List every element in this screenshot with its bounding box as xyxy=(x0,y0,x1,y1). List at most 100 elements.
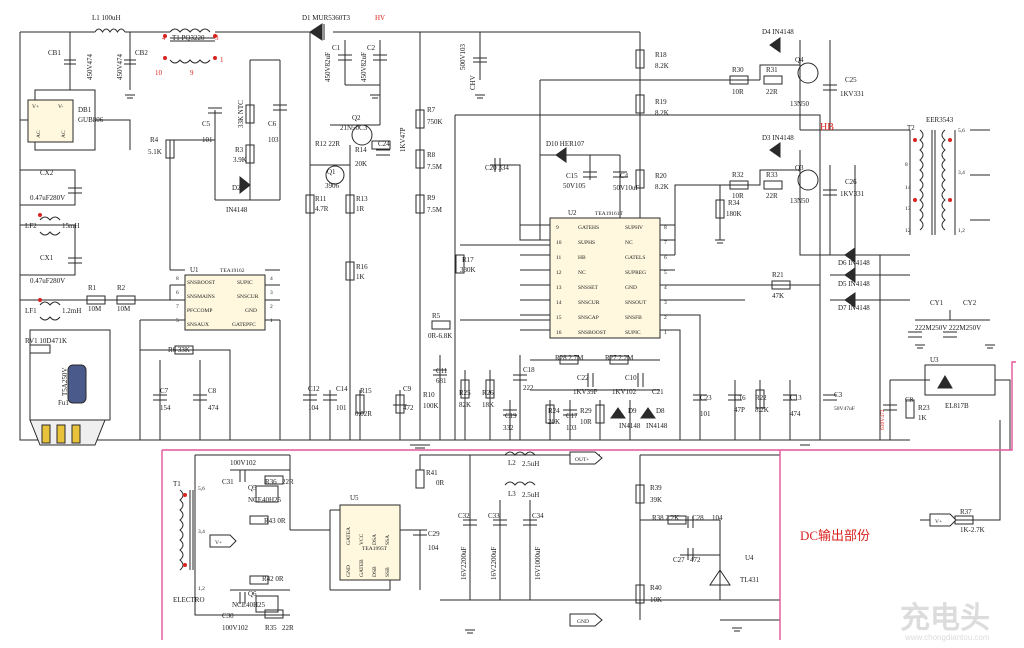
svg-text:8: 8 xyxy=(905,162,908,168)
svg-text:V+: V+ xyxy=(32,104,39,110)
label-hv: HV xyxy=(375,14,385,22)
label-c24: C24 xyxy=(378,140,390,148)
label-c5-value: 101 xyxy=(202,136,213,144)
label-c26-value: 1KV331 xyxy=(840,190,865,198)
label-d2-value: IN4148 xyxy=(226,206,248,214)
label-cb1-value: 450V474 xyxy=(86,53,94,80)
label-d9-value: IN4148 xyxy=(619,422,641,430)
svg-text:6: 6 xyxy=(664,255,667,261)
svg-text:15: 15 xyxy=(556,315,562,321)
label-q4: Q4 xyxy=(795,56,804,64)
label-r24: R24 xyxy=(548,407,560,415)
label-c18-value: 222 xyxy=(523,384,534,392)
svg-text:DSA: DSA xyxy=(372,534,378,545)
svg-text:GATEB: GATEB xyxy=(359,559,365,577)
svg-text:NC: NC xyxy=(578,270,586,276)
label-r34-value: 180K xyxy=(726,210,742,218)
pin-numbers: 4 3 10 9 1 5,6 8 3,4 14 13 1,2 12 5,6 3,… xyxy=(155,34,965,592)
label-c15: C15 xyxy=(566,172,578,180)
label-u3-value: EL817B xyxy=(945,402,969,410)
svg-text:3: 3 xyxy=(215,34,219,42)
label-r6: R6 33K xyxy=(168,346,190,354)
label-u5-value: TEA1995T xyxy=(362,546,388,552)
label-rv1: RV1 10D471K xyxy=(25,337,67,345)
label-r22: R22 xyxy=(755,394,767,402)
label-c4: C4 xyxy=(620,172,629,180)
label-r40: R40 xyxy=(650,584,662,592)
label-r23-value: 1K xyxy=(918,414,927,422)
label-c28: C28 xyxy=(692,514,704,522)
label-r32: R32 xyxy=(732,171,744,179)
label-r41-value: 0R xyxy=(436,479,445,487)
label-u4: U4 xyxy=(745,554,754,562)
svg-text:10: 10 xyxy=(556,240,562,246)
label-l3: L3 xyxy=(508,490,516,498)
label-cb2-value: 450V474 xyxy=(116,53,124,80)
label-q6: Q6 xyxy=(248,590,257,598)
svg-text:5,6: 5,6 xyxy=(958,128,965,134)
label-r19: R19 xyxy=(655,98,667,106)
label-u3: U3 xyxy=(930,356,939,364)
label-c14-value: 101 xyxy=(336,404,347,412)
svg-text:SNSFB: SNSFB xyxy=(625,315,642,321)
label-q5: Q5 xyxy=(248,484,257,492)
label-d8-value: IN4148 xyxy=(646,422,668,430)
label-c29: C29 xyxy=(428,530,440,538)
label-c2-value: 450V82uF xyxy=(360,52,368,82)
label-q2: Q2 xyxy=(352,114,361,122)
svg-text:5: 5 xyxy=(664,270,667,276)
svg-text:3,4: 3,4 xyxy=(958,170,965,176)
net-out-plus: OUT+ xyxy=(575,457,589,463)
svg-text:GND: GND xyxy=(245,308,257,314)
label-r16-value: 1K xyxy=(356,273,365,281)
label-r7-value: 750K xyxy=(427,118,443,126)
label-r17: R17 xyxy=(462,256,474,264)
svg-text:SNSMAINS: SNSMAINS xyxy=(187,294,215,300)
label-c19: C19 xyxy=(505,412,517,420)
svg-text:5: 5 xyxy=(176,318,179,324)
label-lf1-value: 1.2mH xyxy=(62,307,81,315)
svg-text:2: 2 xyxy=(270,304,273,310)
svg-text:7: 7 xyxy=(176,304,179,310)
label-cy2: CY2 xyxy=(963,299,977,307)
label-c7: C7 xyxy=(160,387,169,395)
net-vplus: V+ xyxy=(215,540,222,546)
label-c12-value: 104 xyxy=(308,404,319,412)
ic-u2: GATEHS SUPHS HB NC SNSSET SNSCUR SNSCAP … xyxy=(549,217,667,339)
svg-text:1,2: 1,2 xyxy=(198,586,205,592)
label-r29-value: 10R xyxy=(580,418,592,426)
label-r34: R34 xyxy=(728,199,740,207)
label-c14: C14 xyxy=(336,385,348,393)
label-d4: D4 IN4148 xyxy=(762,28,794,36)
svg-text:SSB: SSB xyxy=(385,567,391,577)
label-c23-value: 101 xyxy=(700,410,711,418)
svg-text:9: 9 xyxy=(556,225,559,231)
svg-text:V-: V- xyxy=(58,104,63,110)
label-r13: R13 xyxy=(356,195,368,203)
label-c31: C31 xyxy=(222,478,234,486)
label-r9: R9 xyxy=(427,194,436,202)
label-c12: C12 xyxy=(308,385,320,393)
label-l3-value: 2.5uH xyxy=(522,491,539,499)
label-r42: R42 0R xyxy=(262,575,284,583)
label-r25-value: 82K xyxy=(459,401,471,409)
label-c22: C22 xyxy=(577,374,589,382)
label-r8: R8 xyxy=(427,151,436,159)
label-fu1: Fu1 xyxy=(58,399,69,407)
net-gnd: GND xyxy=(577,619,589,625)
label-r24-value: 20K xyxy=(548,418,560,426)
dc-output-section-title: DC输出部份 xyxy=(800,528,870,543)
label-db1: DB1 xyxy=(78,106,92,114)
label-electro: ELECTRO xyxy=(173,596,205,604)
svg-text:10: 10 xyxy=(155,69,163,77)
label-c33-value: 16V2200uF xyxy=(490,546,498,580)
label-d2: D2 xyxy=(232,184,241,192)
dc-section-outline xyxy=(161,361,1016,640)
svg-text:GATEHS: GATEHS xyxy=(578,225,599,231)
label-c6: C6 xyxy=(268,120,277,128)
label-r26-value: 18K xyxy=(482,401,494,409)
label-c8-value: 474 xyxy=(208,404,219,412)
label-c13: C13 xyxy=(790,394,802,402)
label-r39: R39 xyxy=(650,484,662,492)
label-c13-value: 474 xyxy=(790,410,801,418)
